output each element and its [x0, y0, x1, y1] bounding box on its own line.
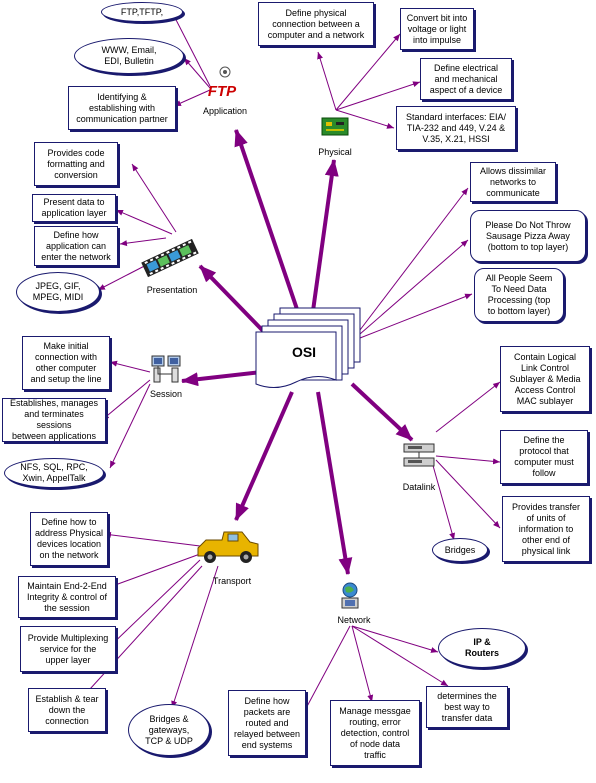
- osi-mnemonic-down-note: All People Seem To Need Data Processing …: [474, 268, 564, 322]
- osi-center-label: OSI: [291, 344, 317, 360]
- pres-define-node: Define how application can enter the net…: [34, 226, 118, 266]
- layer-label-transport: Transport: [212, 576, 252, 586]
- network-device-icon: [403, 443, 435, 467]
- net-routed-node: Define how packets are routed and relaye…: [228, 690, 306, 756]
- sess-initial-node: Make initial connection with other compu…: [22, 336, 110, 390]
- connected-computers-icon: [151, 355, 181, 383]
- phys-convert-node: Convert bit into voltage or light into i…: [400, 8, 474, 50]
- tr-multiplex-node: Provide Multiplexing service for the upp…: [20, 626, 116, 672]
- sess-establish-node: Establishes, manages and terminates sess…: [2, 398, 106, 442]
- net-manage-node: Manage messgae routing, error detection,…: [330, 700, 420, 766]
- app-ftp-node: FTP,TFTP,: [101, 2, 183, 22]
- osi-dissimilar-note: Allows dissimilar networks to communicat…: [470, 162, 556, 202]
- detail-connectors: [79, 11, 501, 743]
- ftp-logo-text: FTP: [208, 83, 237, 100]
- layer-arrows: [181, 129, 414, 575]
- dl-transfer-node: Provides transfer of units of informatio…: [502, 496, 590, 562]
- circuit-board-icon: [321, 117, 349, 136]
- sess-protocols-node: NFS, SQL, RPC, Xwin, AppelTalk: [4, 458, 104, 488]
- dl-protocol-node: Define the protocol that computer must f…: [500, 430, 588, 484]
- phys-define-node: Define physical connection between a com…: [258, 2, 374, 46]
- pres-formats-node: JPEG, GIF, MPEG, MIDI: [16, 272, 100, 312]
- network-globe-icon: [341, 582, 359, 609]
- pres-code-node: Provides code formatting and conversion: [34, 142, 118, 186]
- layer-label-datalink: Datalink: [402, 482, 436, 492]
- pres-present-node: Present data to application layer: [32, 194, 116, 222]
- layer-label-presentation: Presentation: [146, 285, 198, 295]
- app-identify-node: Identifying & establishing with communic…: [68, 86, 176, 130]
- tr-integrity-node: Maintain End-2-End Integrity & control o…: [18, 576, 116, 618]
- phys-standard-node: Standard interfaces: EIA/ TIA-232 and 44…: [396, 106, 516, 150]
- phys-electrical-node: Define electrical and mechanical aspect …: [420, 58, 512, 100]
- pickup-truck-icon: [197, 531, 259, 563]
- tr-establish-node: Establish & tear down the connection: [28, 688, 106, 732]
- dl-bridges-node: Bridges: [432, 538, 488, 562]
- tr-address-node: Define how to address Physical devices l…: [30, 512, 108, 566]
- layer-label-application: Application: [202, 106, 248, 116]
- tr-bridges-node: Bridges & gateways, TCP & UDP: [128, 704, 210, 756]
- net-best-node: determines the best way to transfer data: [426, 686, 508, 728]
- ftp-icon: FTP: [208, 66, 237, 100]
- layer-label-network: Network: [337, 615, 371, 625]
- app-www-node: WWW, Email, EDI, Bulletin: [74, 38, 184, 74]
- net-ip-node: IP & Routers: [438, 628, 526, 668]
- film-strip-icon: [141, 238, 199, 278]
- layer-label-session: Session: [149, 389, 183, 399]
- osi-mnemonic-up-note: Please Do Not Throw Sausage Pizza Away (…: [470, 210, 586, 262]
- layer-label-physical: Physical: [318, 147, 352, 157]
- dl-llc-node: Contain Logical Link Control Sublayer & …: [500, 346, 590, 412]
- osi-stack-icon: [255, 307, 361, 388]
